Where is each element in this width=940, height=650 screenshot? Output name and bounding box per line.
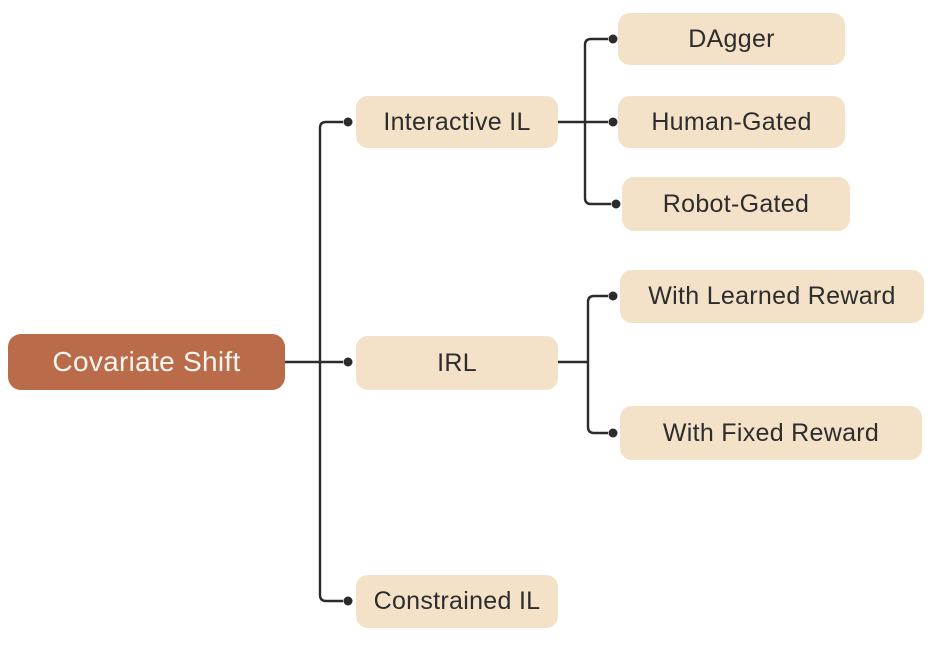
junction-dot-interactive-il [343,117,353,127]
connector-trunk-irl-children [586,294,608,435]
node-label: With Learned Reward [648,282,896,310]
node-label: Robot-Gated [662,189,810,218]
node-with-learned-reward[interactable]: With Learned Reward [620,270,924,323]
node-covariate-shift[interactable]: Covariate Shift [8,334,285,390]
junction-dot-with-fixed-reward [608,428,618,438]
node-label: Human-Gated [651,107,812,136]
node-with-fixed-reward[interactable]: With Fixed Reward [620,406,922,460]
node-label: IRL [437,348,477,377]
node-label: Covariate Shift [52,346,241,377]
connector-trunk-level1 [318,120,343,603]
node-irl[interactable]: IRL [356,336,558,390]
node-label: DAgger [688,24,775,53]
junction-dot-human-gated [608,117,618,127]
junction-dot-robot-gated [611,199,621,209]
junction-dot-with-learned-reward [608,291,618,301]
node-label: With Fixed Reward [662,418,880,447]
node-label: Interactive IL [383,107,531,136]
connector-trunk-interactive-children [583,37,611,206]
junction-dot-irl [343,357,353,367]
node-human-gated[interactable]: Human-Gated [618,96,845,148]
node-robot-gated[interactable]: Robot-Gated [622,177,850,231]
node-label: Constrained IL [373,587,541,615]
junction-dot-constrained-il [343,596,353,606]
node-constrained-il[interactable]: Constrained IL [356,575,558,628]
node-dagger[interactable]: DAgger [618,13,845,65]
junction-dot-dagger [608,34,618,44]
node-interactive-il[interactable]: Interactive IL [356,96,558,148]
